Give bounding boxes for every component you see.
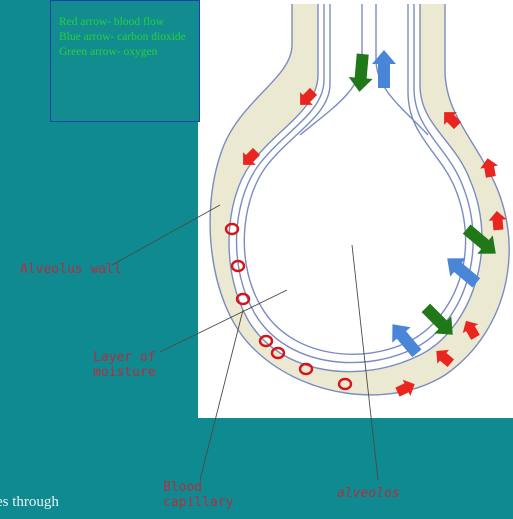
bottom-caption-fragment: es through — [0, 494, 59, 511]
label-blood-capillary: Blood capillary — [163, 480, 233, 510]
legend-red: Red arrow- blood flow — [59, 15, 199, 30]
label-layer-of-moisture: Layer of moisture — [93, 350, 156, 380]
legend-box: Red arrow- blood flow Blue arrow- carbon… — [50, 0, 200, 122]
legend-green: Green arrow- oxygen — [59, 45, 199, 60]
label-alveolus: alveolos — [337, 486, 400, 501]
legend-blue: Blue arrow- carbon dioxide — [59, 30, 199, 45]
label-alveolus-wall: Alveolus wall — [20, 262, 122, 277]
